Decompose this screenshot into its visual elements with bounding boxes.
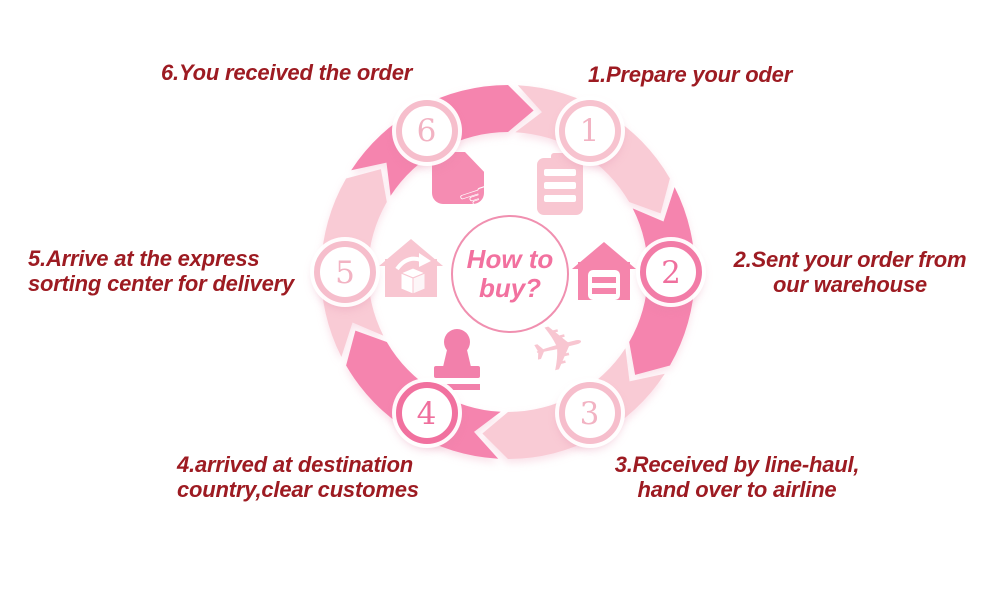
step-number-2: 2 xyxy=(661,254,681,291)
step-label-2: 2.Sent your order from our warehouse xyxy=(714,247,986,297)
center-title-line1: How to xyxy=(466,244,554,274)
step-badge-4: 4 xyxy=(395,382,458,445)
step-number-1: 1 xyxy=(579,113,600,150)
step-number-3: 3 xyxy=(579,395,600,432)
step-label-1-line1: 1.Prepare your oder xyxy=(588,62,793,87)
step-badge-6: 6 xyxy=(395,99,458,162)
house-parcel-icon xyxy=(379,239,443,297)
center-circle: How to buy? xyxy=(451,215,569,333)
step-number-6: 6 xyxy=(416,113,437,150)
step-label-5-line2: sorting center for delivery xyxy=(28,271,295,296)
warehouse-icon xyxy=(572,242,636,300)
step-number-4: 4 xyxy=(416,395,437,432)
step-label-5: 5.Arrive at the express sorting center f… xyxy=(28,246,294,296)
center-title-line2: buy? xyxy=(478,273,542,303)
step-label-4: 4.arrived at destination country,clear c… xyxy=(177,452,419,502)
step-label-2-line2: our warehouse xyxy=(773,272,927,297)
step-label-3-line2: hand over to airline xyxy=(637,477,837,502)
clipboard-icon xyxy=(537,153,583,215)
step-number-5: 5 xyxy=(335,254,355,291)
step-badge-3: 3 xyxy=(558,382,621,445)
step-label-4-line2: country,clear customes xyxy=(177,477,419,502)
step-label-6: 6.You received the order xyxy=(161,60,412,85)
step-label-2-line1: 2.Sent your order from xyxy=(733,247,967,272)
step-badge-5: 5 xyxy=(314,241,376,303)
step-label-1: 1.Prepare your oder xyxy=(588,62,792,87)
step-label-6-line1: 6.You received the order xyxy=(161,60,413,85)
hand-receive-icon: ☜ xyxy=(432,152,502,228)
step-label-3-line1: 3.Received by line-haul, xyxy=(614,452,860,477)
step-label-3: 3.Received by line-haul, hand over to ai… xyxy=(596,452,878,502)
step-badge-2: 2 xyxy=(640,241,702,303)
step-badge-1: 1 xyxy=(558,99,621,162)
step-label-5-line1: 5.Arrive at the express xyxy=(28,246,260,271)
center-title: How to buy? xyxy=(467,245,554,303)
step-label-4-line1: 4.arrived at destination xyxy=(177,452,414,477)
stamp-icon xyxy=(431,329,483,393)
